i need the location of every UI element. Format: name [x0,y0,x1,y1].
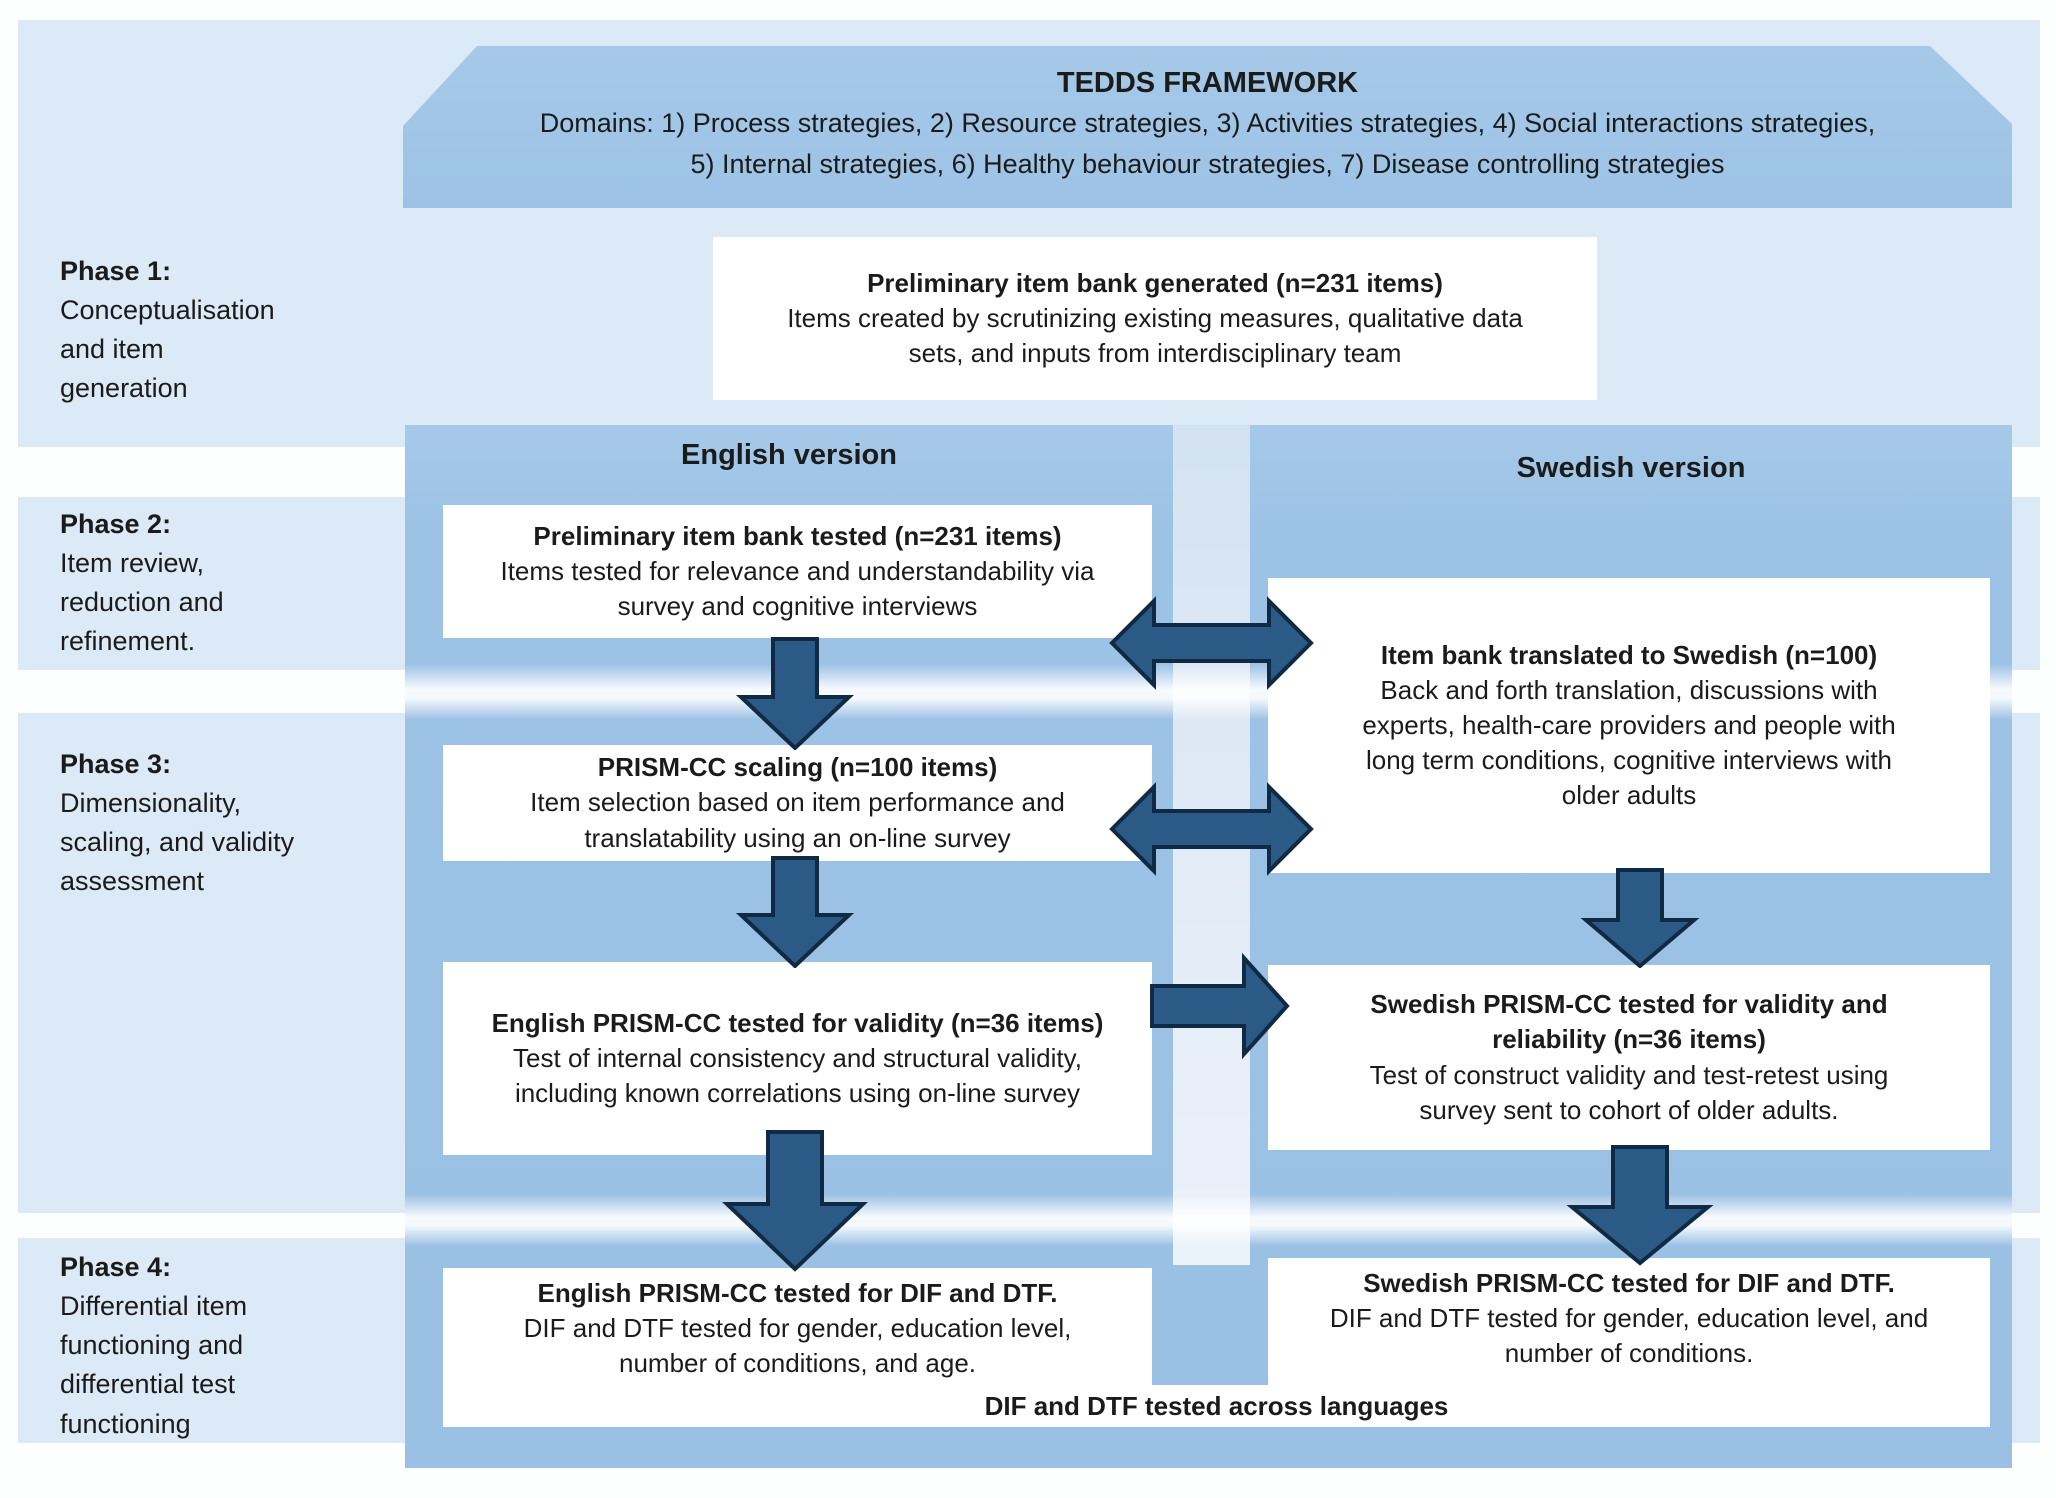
phase-2-title: Phase 2: [60,509,172,539]
box-swedish-dif: Swedish PRISM-CC tested for DIF and DTF.… [1268,1258,1990,1385]
phase-2-description: Item review, reduction and refinement. [60,548,224,657]
framework-banner: TEDDS FRAMEWORK Domains: 1) Process stra… [403,46,2012,208]
phase-3-description: Dimensionality, scaling, and validity as… [60,788,295,897]
caption-cross-language: DIF and DTF tested across languages [443,1385,1990,1427]
box-swedish-dif-body: DIF and DTF tested for gender, education… [1329,1303,1929,1369]
box-english-dif-title: English PRISM-CC tested for DIF and DTF. [537,1278,1058,1308]
box-swedish-validity: Swedish PRISM-CC tested for validity and… [1268,965,1990,1150]
box-item-bank-tested: Preliminary item bank tested (n=231 item… [443,505,1152,638]
box-english-validity-body: Test of internal consistency and structu… [513,1042,1082,1109]
box-item-bank-tested-title: Preliminary item bank tested (n=231 item… [533,520,1062,551]
framework-title: TEDDS FRAMEWORK [1056,67,1359,99]
box-english-dif: English PRISM-CC tested for DIF and DTF.… [443,1268,1152,1385]
arrow-double-scaling-translation-icon [1109,782,1314,876]
box-english-validity-title: English PRISM-CC tested for validity (n=… [491,1007,1104,1038]
caption-cross-language-text: DIF and DTF tested across languages [984,1390,1449,1421]
box-swedish-translation-title: Item bank translated to Swedish (n=100) [1380,639,1878,670]
box-item-bank-tested-body: Items tested for relevance and understan… [500,555,1095,622]
box-prism-scaling: PRISM-CC scaling (n=100 items) Item sele… [443,745,1152,861]
box-swedish-validity-body: Test of construct validity and test-rete… [1369,1059,1889,1125]
arrow-down-validity-to-dif-swedish-icon [1566,1145,1714,1266]
arrow-right-validity-icon [1150,952,1290,1060]
arrow-down-translation-to-validity-icon [1580,868,1700,968]
arrow-down-tested-to-scaling-icon [735,637,855,750]
phase-2-label: Phase 2: Item review, reduction and refi… [60,505,400,662]
framework-domains: Domains: 1) Process strategies, 2) Resou… [539,108,1876,179]
box-item-bank-generated-title: Preliminary item bank generated (n=231 i… [867,267,1443,298]
box-item-bank-generated: Preliminary item bank generated (n=231 i… [713,237,1597,400]
phase-1-description: Conceptualisation and item generation [60,295,275,404]
phase-4-description: Differential item functioning and differ… [60,1291,248,1439]
phase-4-label: Phase 4: Differential item functioning a… [60,1248,400,1444]
box-swedish-translation-body: Back and forth translation, discussions … [1362,674,1896,811]
arrow-double-tested-translation-icon [1109,596,1314,690]
phase-3-title: Phase 3: [60,749,172,779]
box-item-bank-generated-body: Items created by scrutinizing existing m… [787,302,1523,369]
phase-3-label: Phase 3: Dimensionality, scaling, and va… [60,745,400,902]
arrow-down-scaling-to-validity-icon [735,856,855,968]
box-swedish-dif-title: Swedish PRISM-CC tested for DIF and DTF. [1363,1268,1895,1298]
box-swedish-translation: Item bank translated to Swedish (n=100) … [1268,578,1990,873]
box-english-validity: English PRISM-CC tested for validity (n=… [443,962,1152,1155]
box-prism-scaling-title: PRISM-CC scaling (n=100 items) [597,752,998,783]
box-prism-scaling-body: Item selection based on item performance… [530,787,1065,853]
phase-3-4-gap [405,1194,2012,1246]
box-swedish-validity-title: Swedish PRISM-CC tested for validity and… [1370,989,1888,1055]
column-header-swedish: Swedish version [1516,452,1746,484]
phase-1-label: Phase 1: Conceptualisation and item gene… [60,252,400,409]
column-header-english: English version [681,439,897,471]
arrow-down-validity-to-dif-english-icon [722,1130,868,1272]
phase-4-title: Phase 4: [60,1252,172,1282]
phase-1-title: Phase 1: [60,256,172,286]
box-english-dif-body: DIF and DTF tested for gender, education… [523,1313,1072,1379]
